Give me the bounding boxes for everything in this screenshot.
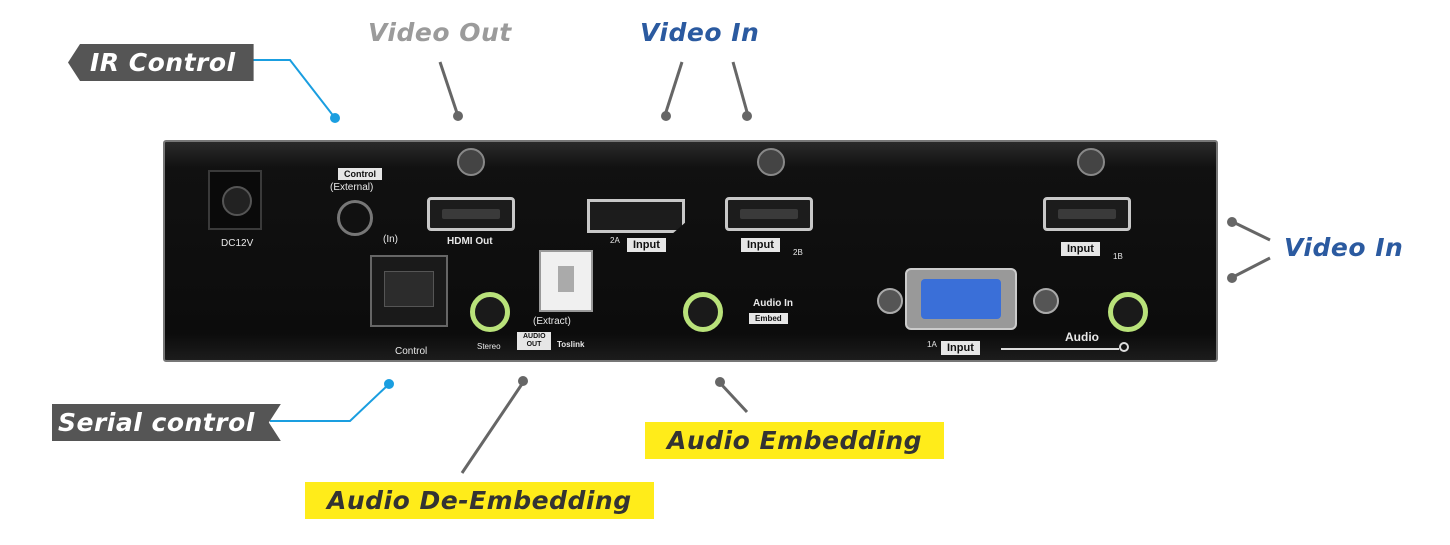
ir-in-label: (In) xyxy=(383,234,398,245)
serial-control-line xyxy=(270,384,389,422)
ir-control-dot xyxy=(330,113,340,123)
dc-power-jack-icon xyxy=(208,170,262,230)
audio-link-dot-icon xyxy=(1119,342,1129,352)
audio-de-embedding-callout: Audio De-Embedding xyxy=(305,482,654,519)
toslink-label: Toslink xyxy=(557,340,585,349)
stereo-out-jack-icon xyxy=(470,292,510,332)
audio-label: Audio xyxy=(1065,330,1099,344)
serial-control-dot xyxy=(384,379,394,389)
toslink-port-icon xyxy=(539,250,593,312)
video-in-1a-dot xyxy=(1227,273,1237,283)
vga-screw-icon xyxy=(1033,288,1059,314)
input-1b-label: Input xyxy=(1061,242,1100,256)
audio-link-line xyxy=(1001,348,1119,350)
screw-icon xyxy=(757,148,785,176)
audio-embed-dot xyxy=(715,377,725,387)
screw-icon xyxy=(457,148,485,176)
video-in-1b-line xyxy=(1232,220,1271,242)
video-in-2a-dot xyxy=(661,111,671,121)
audio-embed-line xyxy=(719,382,749,414)
video-in-2b-line xyxy=(731,61,749,113)
video-in-top-callout: Video In xyxy=(640,18,760,47)
input-2b-port-icon xyxy=(725,197,813,231)
video-in-2b-dot xyxy=(742,111,752,121)
ir-jack-icon xyxy=(337,200,373,236)
audio-deembed-dot xyxy=(518,376,528,386)
serial-control-label: Control xyxy=(395,346,428,357)
input-2a-label: Input xyxy=(627,238,666,252)
serial-control-callout: Serial control xyxy=(52,404,281,441)
video-out-line xyxy=(438,61,459,114)
device-rear-panel: DC12V Control (External) (In) HDMI Out 2… xyxy=(163,140,1218,362)
embed-label: Embed xyxy=(749,313,788,324)
extract-label: (Extract) xyxy=(533,316,571,327)
vga-screw-icon xyxy=(877,288,903,314)
input-1a-label: Input xyxy=(941,341,980,355)
input-2a-port-icon xyxy=(587,199,685,233)
video-out-dot xyxy=(453,111,463,121)
power-label: DC12V xyxy=(221,238,254,249)
video-out-callout: Video Out xyxy=(368,18,512,47)
input-2a-tag: 2A xyxy=(610,236,620,245)
vga-audio-jack-icon xyxy=(1108,292,1148,332)
hdmi-out-label: HDMI Out xyxy=(447,236,493,247)
vga-port-icon xyxy=(905,268,1017,330)
audio-embedding-callout: Audio Embedding xyxy=(645,422,945,459)
video-in-1a-line xyxy=(1232,256,1271,279)
input-1b-port-icon xyxy=(1043,197,1131,231)
audio-in-jack-icon xyxy=(683,292,723,332)
video-in-2a-line xyxy=(664,61,684,113)
input-2b-label: Input xyxy=(741,238,780,252)
rj45-port-icon xyxy=(370,255,448,327)
ir-control-callout: IR Control xyxy=(68,44,254,81)
hdmi-out-port-icon xyxy=(427,197,515,231)
input-1b-tag: 1B xyxy=(1113,252,1123,261)
audio-out-label: AUDIO OUT xyxy=(517,332,551,350)
input-2b-tag: 2B xyxy=(793,248,803,257)
screw-icon xyxy=(1077,148,1105,176)
video-in-right-callout: Video In xyxy=(1284,233,1404,262)
video-in-1b-dot xyxy=(1227,217,1237,227)
audio-in-label: Audio In xyxy=(753,298,793,309)
audio-deembed-line xyxy=(460,383,524,474)
control-external-sub-label: (External) xyxy=(330,182,374,193)
stereo-label: Stereo xyxy=(477,342,501,351)
input-1a-tag: 1A xyxy=(927,340,937,349)
control-external-label: Control xyxy=(338,168,382,180)
